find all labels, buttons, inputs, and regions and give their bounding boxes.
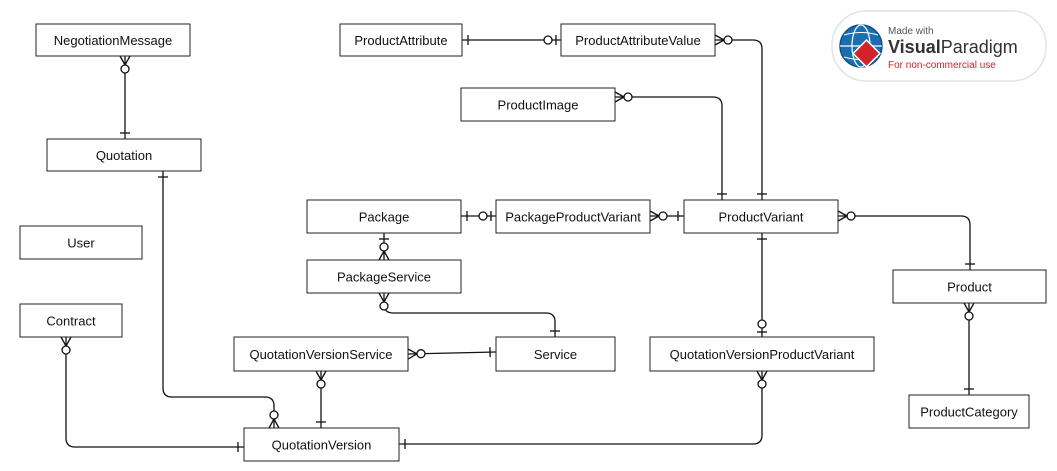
- entity-negotiation-message[interactable]: NegotiationMessage: [35, 23, 191, 57]
- watermark-brand: VisualParadigm: [888, 37, 1018, 57]
- entity-box: [19, 225, 143, 260]
- cardinality-marker-zero-or-many: [649, 210, 668, 222]
- entity-label: User: [67, 236, 95, 251]
- relationship-line: [65, 337, 244, 448]
- entity-quotation-version[interactable]: QuotationVersion: [243, 427, 400, 462]
- cardinality-marker-zero-or-many: [714, 34, 733, 46]
- entity-box: [339, 23, 463, 57]
- entity-box: [908, 394, 1030, 429]
- entity-label: ProductAttributeValue: [575, 33, 701, 48]
- entity-box: [495, 199, 651, 234]
- entity-label: PackageService: [337, 270, 431, 285]
- entity-label: NegotiationMessage: [54, 33, 173, 48]
- cardinality-marker-zero-or-one: [757, 319, 767, 333]
- entity-box: [19, 303, 123, 338]
- cardinality-marker-zero-or-many: [407, 348, 426, 360]
- watermark-pill: [831, 10, 1047, 82]
- entity-label: QuotationVersionService: [249, 347, 392, 362]
- watermark-brand-rest: Paradigm: [941, 37, 1018, 57]
- entity-label: QuotationVersion: [272, 438, 372, 453]
- cardinality-marker-zero-or-many: [378, 242, 390, 261]
- entity-product-category[interactable]: ProductCategory: [908, 394, 1030, 429]
- cardinality-marker-zero-or-one: [543, 35, 557, 45]
- entity-box: [243, 427, 400, 462]
- cardinality-marker-zero-or-many: [837, 210, 856, 222]
- entity-quotation-version-product-variant[interactable]: QuotationVersionProductVariant: [649, 336, 875, 372]
- entity-product-attribute[interactable]: ProductAttribute: [339, 23, 463, 57]
- entity-product-variant[interactable]: ProductVariant: [683, 199, 839, 234]
- cardinality-markers: [60, 34, 975, 452]
- entity-box: [495, 336, 616, 372]
- relationship-line: [615, 96, 723, 200]
- cardinality-marker-zero-or-many: [378, 292, 390, 311]
- globe-icon: [839, 24, 883, 68]
- entity-label: QuotationVersionProductVariant: [670, 347, 855, 362]
- cardinality-marker-zero-or-one: [478, 211, 492, 221]
- entity-box: [35, 23, 191, 57]
- cardinality-marker-zero-or-many: [60, 336, 72, 355]
- entity-package[interactable]: Package: [306, 199, 462, 234]
- entity-label: Contract: [46, 314, 96, 329]
- entity-box: [306, 199, 462, 234]
- entity-label: ProductCategory: [920, 405, 1018, 420]
- relationship-line: [838, 215, 971, 270]
- watermark-noncommercial: For non-commercial use: [888, 60, 996, 71]
- entity-label: Package: [359, 210, 410, 225]
- entity-box: [233, 336, 409, 372]
- entity-label: ProductAttribute: [354, 33, 447, 48]
- entity-box: [892, 269, 1047, 304]
- entity-contract[interactable]: Contract: [19, 303, 123, 338]
- relationship-line: [383, 293, 556, 337]
- entity-label: PackageProductVariant: [505, 210, 641, 225]
- cardinality-marker-zero-or-many: [614, 91, 633, 103]
- entity-product[interactable]: Product: [892, 269, 1047, 304]
- watermark-made-with: Made with: [888, 26, 934, 37]
- entity-label: ProductImage: [498, 98, 579, 113]
- entity-box: [649, 336, 875, 372]
- cardinality-marker-zero-or-many: [963, 302, 975, 321]
- relationship-line: [162, 171, 275, 428]
- entity-quotation-version-service[interactable]: QuotationVersionService: [233, 336, 409, 372]
- entities: NegotiationMessageQuotationUserContractP…: [19, 23, 1047, 462]
- relationship-line: [715, 39, 763, 200]
- entity-package-service[interactable]: PackageService: [306, 259, 462, 294]
- entity-label: Product: [947, 280, 992, 295]
- watermark-brand-bold: Visual: [888, 37, 941, 57]
- entity-user[interactable]: User: [19, 225, 143, 260]
- entity-box: [560, 23, 716, 57]
- entity-box: [306, 259, 462, 294]
- visual-paradigm-watermark: Made with VisualParadigm For non-commerc…: [831, 10, 1047, 82]
- cardinality-marker-zero-or-many: [315, 370, 327, 389]
- entity-package-product-variant[interactable]: PackageProductVariant: [495, 199, 651, 234]
- entity-product-image[interactable]: ProductImage: [460, 87, 616, 122]
- entity-box: [683, 199, 839, 234]
- entity-box: [460, 87, 616, 122]
- entity-quotation[interactable]: Quotation: [46, 138, 202, 172]
- cardinality-marker-zero-or-many: [119, 55, 131, 74]
- entity-product-attribute-value[interactable]: ProductAttributeValue: [560, 23, 716, 57]
- cardinality-marker-zero-or-many: [756, 370, 768, 389]
- entity-label: Service: [534, 347, 577, 362]
- entity-label: Quotation: [96, 148, 152, 163]
- entity-service[interactable]: Service: [495, 336, 616, 372]
- entity-label: ProductVariant: [718, 210, 803, 225]
- relationship-line: [399, 371, 763, 445]
- entity-box: [46, 138, 202, 172]
- cardinality-marker-zero-or-many: [268, 410, 280, 429]
